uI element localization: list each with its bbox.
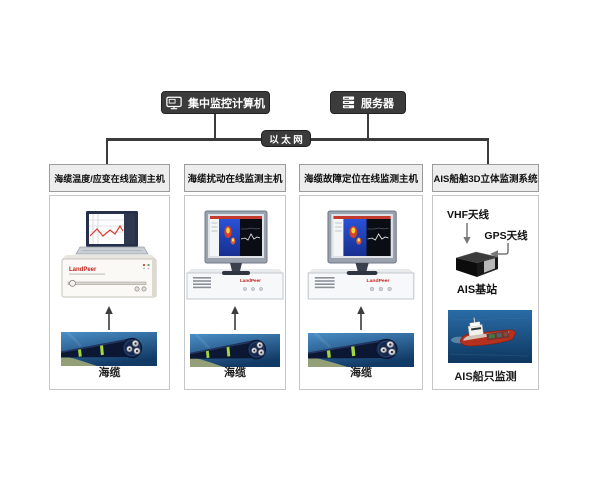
column1-title: 海缆温度/应变在线监测主机 — [49, 164, 170, 192]
ethernet-label-text: 以太网 — [269, 134, 306, 146]
column-fault-location-host: 海缆故障定位在线监测主机 LandPeer — [299, 164, 423, 390]
ais-ship-photo — [448, 310, 532, 363]
column3-body: LandPeer — [299, 195, 423, 390]
column-temperature-strain-host: 海缆温度/应变在线监测主机 LandPeer — [49, 164, 170, 390]
device-brand-text: LandPeer — [69, 267, 97, 273]
up-arrow-icon — [231, 306, 239, 330]
column-disturbance-host: 海缆扰动在线监测主机 LandPeer — [184, 164, 286, 390]
submarine-cable-photo — [61, 332, 157, 366]
column1-title-text: 海缆温度/应变在线监测主机 — [54, 173, 165, 184]
central-computer-label: 集中监控计算机 — [188, 97, 265, 110]
column3-title: 海缆故障定位在线监测主机 — [299, 164, 423, 192]
column3-title-text: 海缆故障定位在线监测主机 — [303, 174, 418, 185]
column1-body: LandPeer — [49, 195, 170, 390]
connector-computer-to-bus — [214, 114, 216, 138]
column4-title-text: AIS船舶3D立体监测系统 — [433, 174, 538, 185]
up-arrow-icon — [105, 306, 113, 330]
monitor-icon — [166, 96, 182, 109]
server-node: 服务器 — [330, 91, 406, 114]
ethernet-bus-label: 以太网 — [261, 130, 311, 147]
server-icon — [342, 96, 355, 109]
gps-elbow-arrow-icon — [490, 243, 509, 258]
column2-title-text: 海缆扰动在线监测主机 — [187, 174, 283, 185]
connector-bus-to-col1 — [106, 141, 108, 164]
monitor-rack-illustration: LandPeer — [307, 210, 415, 300]
submarine-cable-photo — [190, 334, 280, 367]
device-brand-text: LandPeer — [367, 278, 390, 284]
column4-body: VHF天线 GPS天线 AIS基站 — [432, 195, 539, 390]
monitor-rack-illustration: LandPeer — [186, 210, 284, 300]
up-arrow-icon — [357, 306, 365, 330]
device-brand-text: LandPeer — [240, 278, 261, 283]
connector-bus-to-col4 — [487, 141, 489, 164]
submarine-cable-photo — [308, 333, 414, 367]
central-computer-node: 集中监控计算机 — [161, 91, 270, 114]
server-label: 服务器 — [361, 97, 394, 110]
vhf-antenna-label: VHF天线 — [447, 209, 489, 221]
down-arrow-icon — [463, 223, 471, 244]
gps-antenna-label: GPS天线 — [484, 230, 528, 242]
ais-base-station-label: AIS基站 — [456, 284, 498, 296]
column-ais-3d-monitoring: AIS船舶3D立体监测系统 VHF天线 GPS天线 AIS基站 — [432, 164, 539, 390]
ais-base-station-illustration — [455, 251, 499, 277]
column2-body: LandPeer — [184, 195, 286, 390]
cable-caption: 海缆 — [224, 367, 246, 379]
column4-title: AIS船舶3D立体监测系统 — [432, 164, 539, 192]
connector-server-to-bus — [367, 114, 369, 138]
laptop-interrogator-illustration: LandPeer — [61, 211, 157, 298]
column2-title: 海缆扰动在线监测主机 — [184, 164, 286, 192]
cable-caption: 海缆 — [350, 367, 372, 379]
ais-ship-caption: AIS船只监测 — [454, 371, 517, 383]
cable-caption: 海缆 — [98, 367, 121, 379]
